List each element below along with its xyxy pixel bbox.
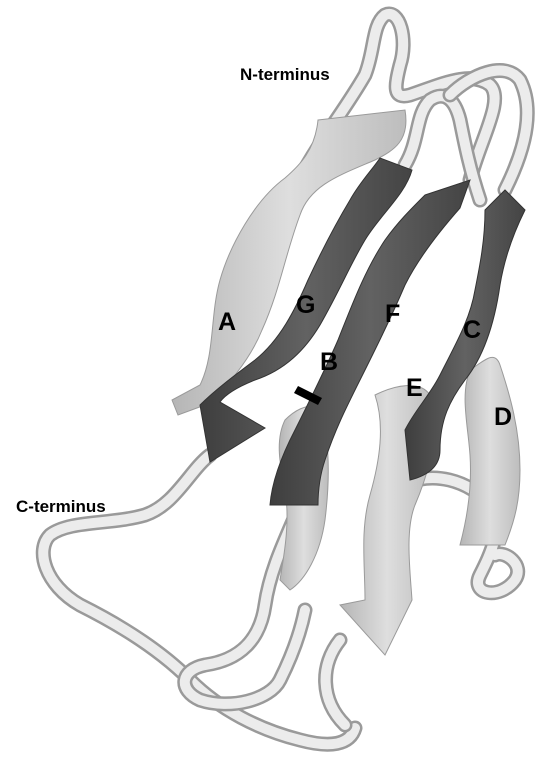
strand-e-label: E (406, 374, 423, 402)
strand-d (460, 357, 520, 545)
c-terminus-label: C-terminus (16, 497, 106, 516)
strand-d-label: D (494, 403, 512, 431)
strand-a (172, 110, 406, 415)
strand-a-label: A (218, 308, 236, 336)
n-terminus-label: N-terminus (240, 65, 330, 84)
strand-f-label: F (385, 300, 400, 328)
strand-b-label: B (320, 348, 338, 376)
strand-c-label: C (463, 316, 481, 344)
strand-g-label: G (296, 291, 315, 319)
